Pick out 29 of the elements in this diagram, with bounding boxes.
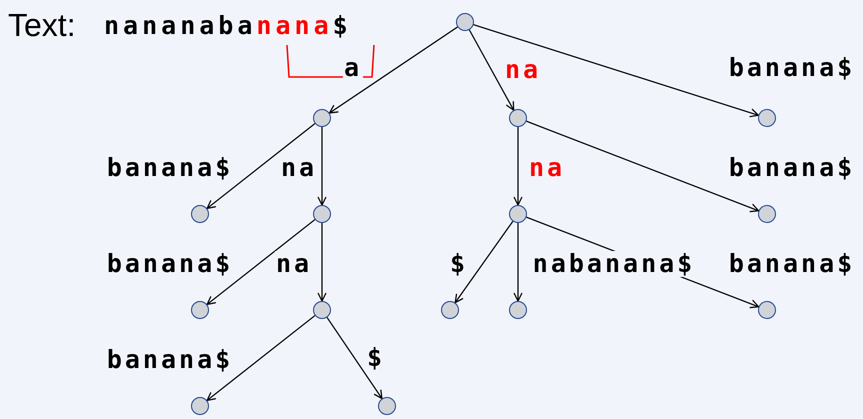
- tree-node-circle: [191, 397, 209, 415]
- tree-node-circle: [509, 205, 527, 223]
- tree-node-circle: [191, 205, 209, 223]
- arrow: [513, 223, 523, 302]
- tree-node-circle: [456, 13, 474, 31]
- tree-node-circle: [441, 301, 459, 319]
- title: Text:: [8, 7, 76, 43]
- tree-node-circle: [758, 205, 776, 223]
- arrow: [326, 317, 383, 400]
- arrow: [206, 123, 316, 210]
- tree-node-circle: [758, 301, 776, 319]
- arrow: [206, 219, 316, 306]
- arrow: [317, 223, 327, 302]
- tree-node-circle: [313, 205, 331, 223]
- tree-node-circle: [378, 397, 396, 415]
- arrow: [206, 315, 316, 402]
- tree-node-circle: [509, 109, 527, 127]
- arrow: [526, 120, 760, 212]
- tree-node-circle: [191, 301, 209, 319]
- tree-node-circle: [313, 301, 331, 319]
- arrow: [468, 30, 514, 111]
- arrow: [317, 127, 327, 206]
- arrow: [513, 127, 523, 206]
- tree-node-circle: [509, 301, 527, 319]
- tree-node-circle: [313, 109, 331, 127]
- tree-node-circle: [758, 109, 776, 127]
- arrow: [473, 24, 760, 118]
- arrow: [328, 26, 458, 114]
- arrow: [454, 221, 514, 304]
